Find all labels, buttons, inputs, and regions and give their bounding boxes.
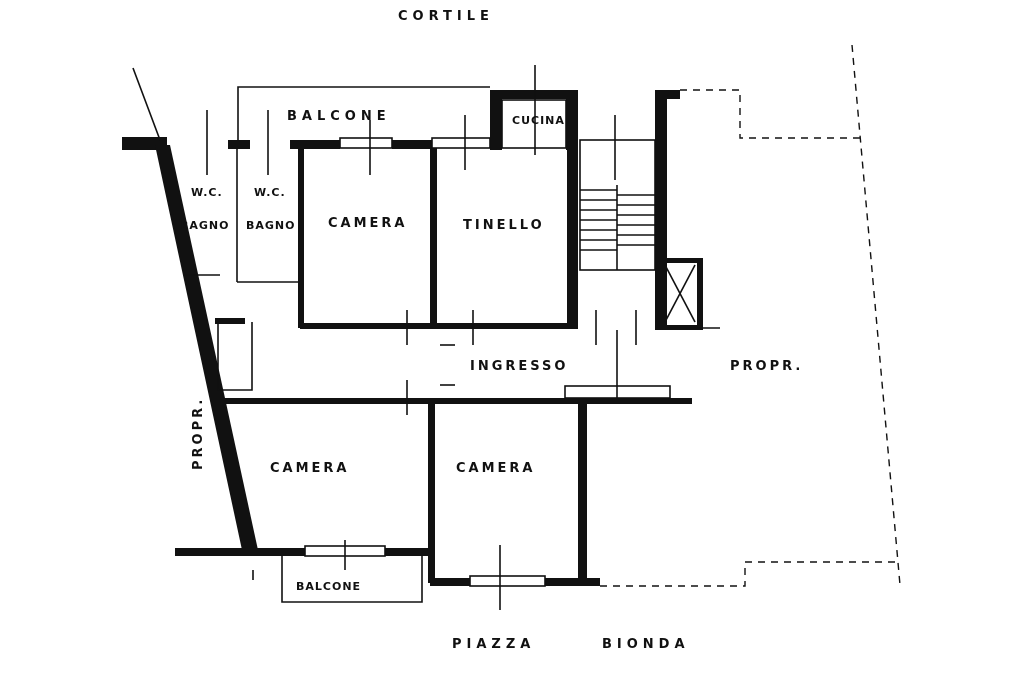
label-camera-top: CAMERA	[328, 216, 408, 231]
label-bagno-2: BAGNO	[246, 219, 295, 232]
label-camera-bottom-right: CAMERA	[456, 461, 536, 476]
label-camera-bottom-left: CAMERA	[270, 461, 350, 476]
walls	[122, 90, 703, 586]
stair-treads	[580, 189, 655, 251]
label-cucina: CUCINA	[512, 114, 565, 127]
label-propr-left: PROPR.	[191, 397, 206, 470]
label-bionda: BIONDA	[602, 637, 690, 652]
label-ingresso: INGRESSO	[470, 359, 568, 374]
label-piazza: PIAZZA	[452, 637, 535, 652]
labels: CORTILE BALCONE CUCINA W.C. BAGNO W.C. B…	[180, 9, 803, 652]
label-tinello: TINELLO	[463, 218, 545, 233]
label-balcone-top: BALCONE	[287, 109, 391, 124]
label-propr-right: PROPR.	[730, 359, 803, 374]
label-cortile: CORTILE	[398, 9, 494, 24]
label-wc-1: W.C.	[191, 186, 223, 199]
label-balcone-bottom: BALCONE	[296, 580, 361, 593]
label-bagno-1: BAGNO	[180, 219, 229, 232]
thin-lines	[132, 65, 720, 610]
property-boundary	[600, 44, 901, 587]
label-wc-2: W.C.	[254, 186, 286, 199]
